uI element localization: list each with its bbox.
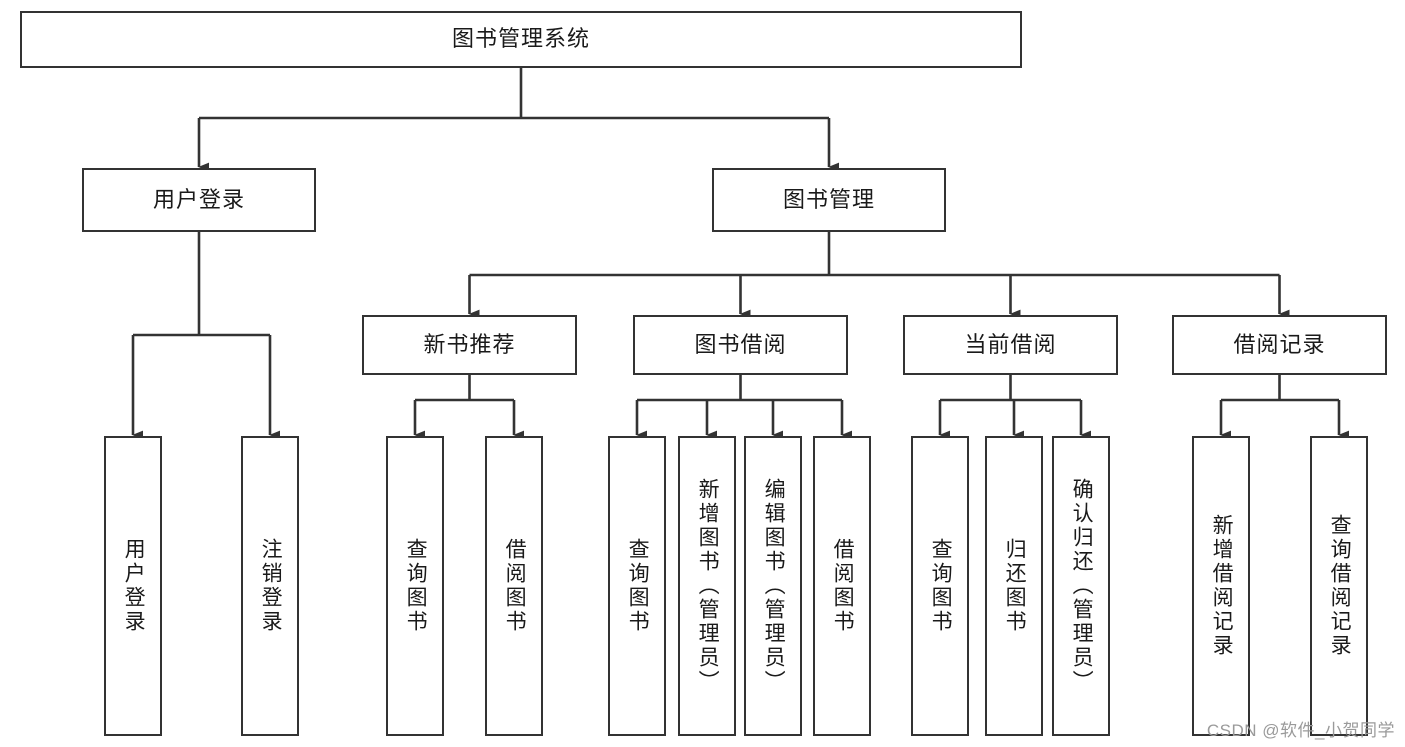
node-leaf_5[interactable]: 查询图书 [608,436,666,736]
node-leaf_12[interactable]: 新增借阅记录 [1192,436,1250,736]
node-label: 用户登录 [152,186,245,212]
node-label: 查询图书 [626,538,650,634]
watermark-text: CSDN @软件_小贺同学 [1206,721,1395,740]
node-l3_4[interactable]: 借阅记录 [1172,315,1387,375]
node-label: 编辑图书（管理员） [762,478,786,694]
node-leaf_10[interactable]: 归还图书 [985,436,1043,736]
node-l3_3[interactable]: 当前借阅 [903,315,1118,375]
node-root[interactable]: 图书管理系统 [20,11,1022,68]
node-label: 新增图书（管理员） [696,478,720,694]
node-leaf_9[interactable]: 查询图书 [911,436,969,736]
node-leaf_11[interactable]: 确认归还（管理员） [1052,436,1110,736]
node-label: 当前借阅 [964,331,1057,357]
node-l3_2[interactable]: 图书借阅 [633,315,848,375]
node-label: 图书管理系统 [451,26,590,52]
node-label: 新增借阅记录 [1210,514,1234,658]
node-leaf_7[interactable]: 编辑图书（管理员） [744,436,802,736]
node-label: 图书管理 [782,186,875,212]
node-l3_1[interactable]: 新书推荐 [362,315,577,375]
node-label: 归还图书 [1003,538,1027,634]
node-leaf_1[interactable]: 用户登录 [104,436,162,736]
node-label: 用户登录 [122,538,146,634]
node-label: 确认归还（管理员） [1070,478,1094,694]
node-leaf_13[interactable]: 查询借阅记录 [1310,436,1368,736]
node-label: 图书借阅 [694,331,787,357]
node-label: 借阅图书 [831,538,855,634]
node-label: 新书推荐 [423,331,516,357]
node-leaf_3[interactable]: 查询图书 [386,436,444,736]
node-label: 注销登录 [259,538,283,634]
node-label: 查询图书 [404,538,428,634]
node-label: 查询图书 [929,538,953,634]
node-l2_2[interactable]: 图书管理 [712,168,946,232]
node-leaf_8[interactable]: 借阅图书 [813,436,871,736]
node-label: 借阅记录 [1233,331,1326,357]
node-label: 查询借阅记录 [1328,514,1352,658]
node-leaf_4[interactable]: 借阅图书 [485,436,543,736]
node-leaf_2[interactable]: 注销登录 [241,436,299,736]
node-l2_1[interactable]: 用户登录 [82,168,316,232]
node-label: 借阅图书 [503,538,527,634]
node-leaf_6[interactable]: 新增图书（管理员） [678,436,736,736]
